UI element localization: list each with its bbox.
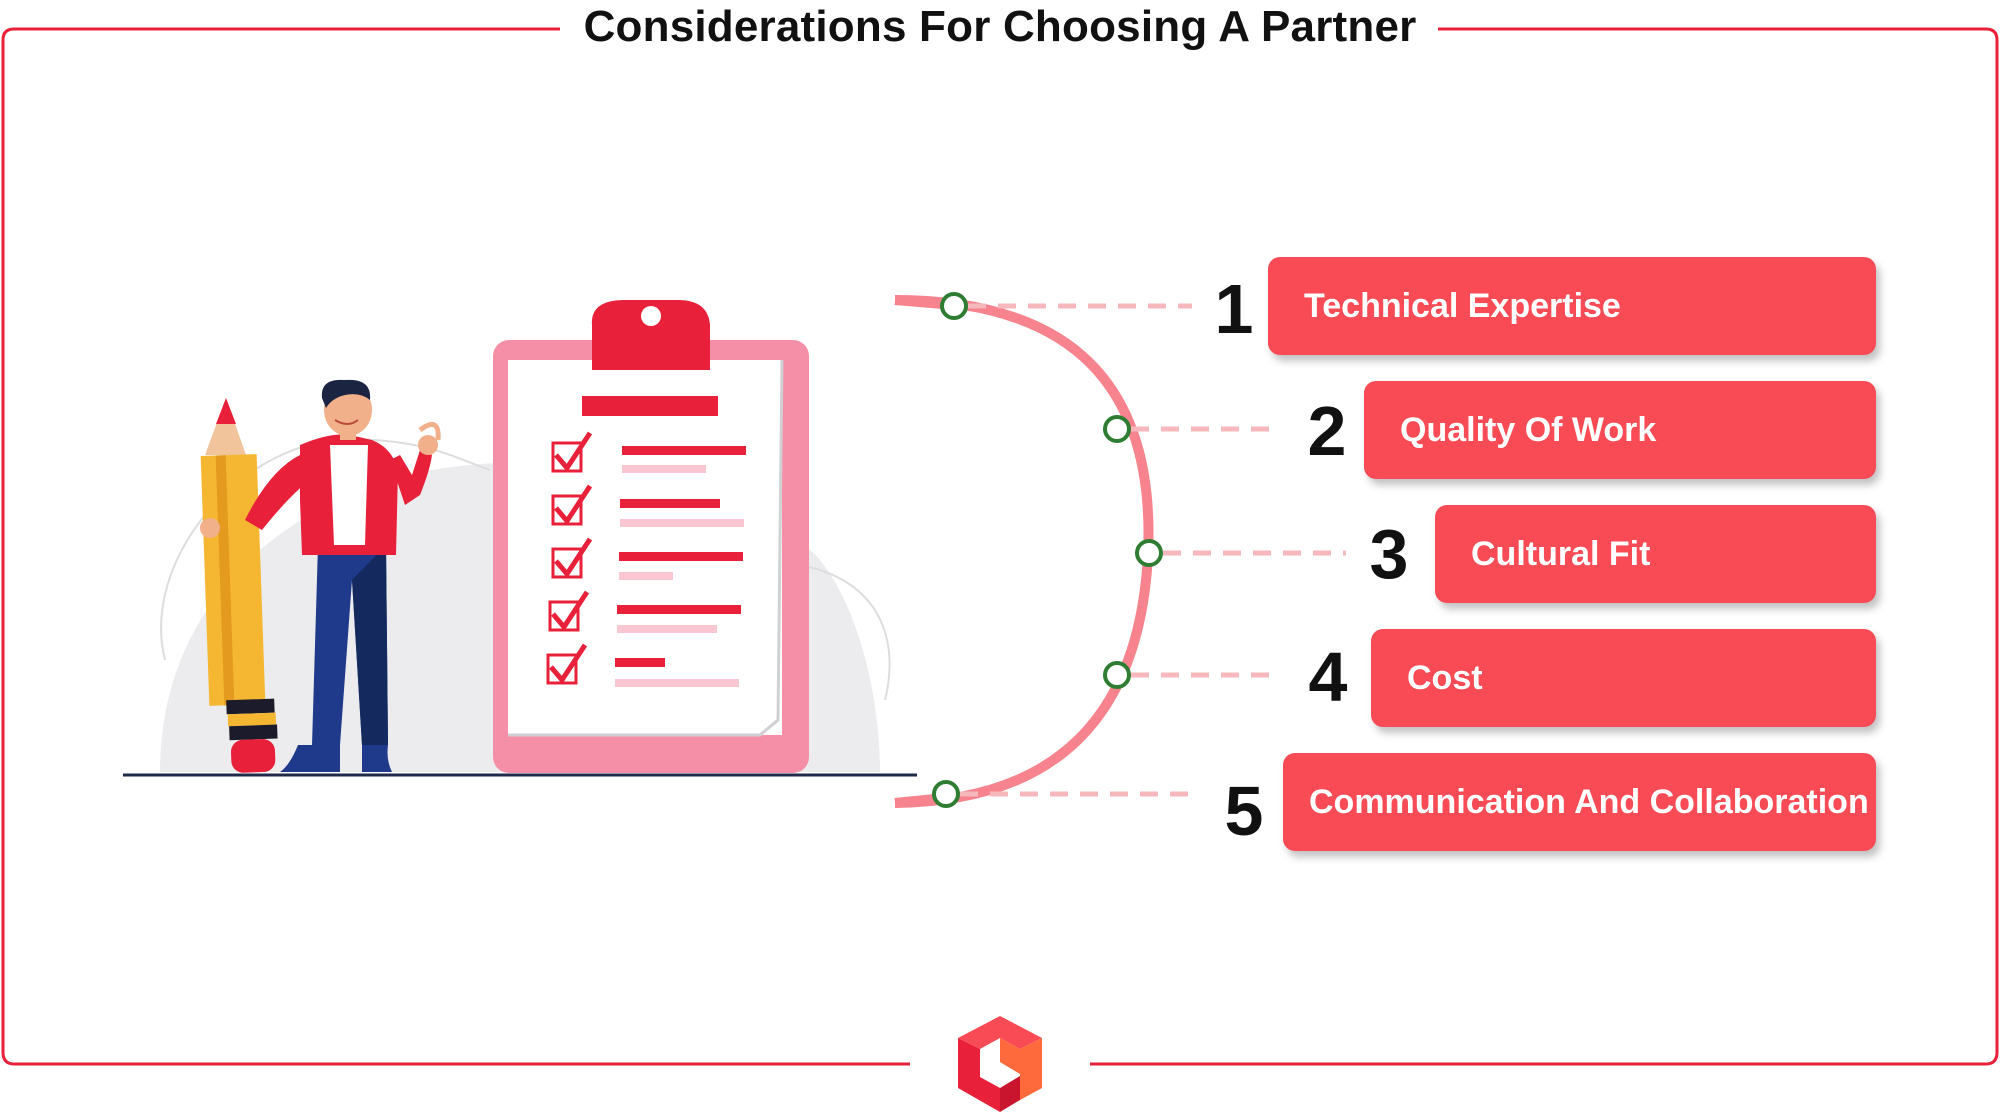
timeline-arc [894, 295, 1154, 808]
clipboard-icon [493, 300, 809, 773]
background-outline-right [799, 564, 891, 701]
pencil-icon [200, 398, 278, 773]
item-number: 3 [1369, 515, 1409, 593]
item-pill: Technical Expertise [1268, 257, 1876, 355]
timeline-arc-cap [894, 295, 956, 808]
timeline-node [1103, 661, 1131, 689]
item-number: 2 [1307, 392, 1347, 470]
checkbox-icon [551, 431, 746, 473]
timeline-node [932, 780, 960, 808]
checklist [546, 431, 746, 687]
connectors [960, 303, 1346, 797]
item-number: 5 [1224, 772, 1264, 850]
person-illustration [200, 379, 441, 772]
checkbox-icon [551, 484, 744, 527]
page-title: Considerations For Choosing A Partner [561, 2, 1439, 52]
item-pill: Communication And Collaboration [1283, 753, 1876, 851]
item-number: 1 [1214, 270, 1254, 348]
item-pill: Quality Of Work [1364, 381, 1876, 479]
checkbox-icon [548, 590, 741, 633]
timeline-node [1135, 539, 1163, 567]
brand-cube-logo [958, 1016, 1042, 1112]
item-number: 4 [1308, 638, 1348, 716]
item-pill: Cultural Fit [1435, 505, 1876, 603]
outer-frame [1, 27, 1999, 1066]
checkbox-icon [551, 537, 743, 580]
checkbox-icon [546, 643, 739, 687]
timeline-node [940, 292, 968, 320]
nodes [932, 292, 1163, 808]
item-pill: Cost [1371, 629, 1876, 727]
timeline-node [1103, 415, 1131, 443]
title-bar: Considerations For Choosing A Partner [0, 2, 2000, 52]
